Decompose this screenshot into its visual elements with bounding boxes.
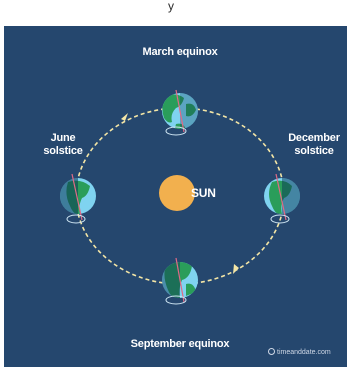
label-june-line2: solstice — [38, 145, 88, 158]
label-june-solstice: June solstice — [38, 132, 88, 158]
sun — [159, 175, 195, 211]
label-sun: SUN — [191, 187, 231, 200]
label-june-line1: June — [38, 132, 88, 145]
label-december-line2: solstice — [282, 145, 346, 158]
partial-title: y — [168, 0, 174, 13]
label-march-equinox: March equinox — [130, 46, 230, 59]
label-december-line1: December — [282, 132, 346, 145]
label-september-equinox: September equinox — [120, 338, 240, 351]
top-strip — [0, 0, 351, 26]
credit-line: timeanddate.com — [268, 348, 351, 356]
label-december-solstice: December solstice — [282, 132, 346, 158]
copyright-icon — [268, 348, 275, 355]
credit-text: timeanddate.com — [277, 349, 331, 356]
